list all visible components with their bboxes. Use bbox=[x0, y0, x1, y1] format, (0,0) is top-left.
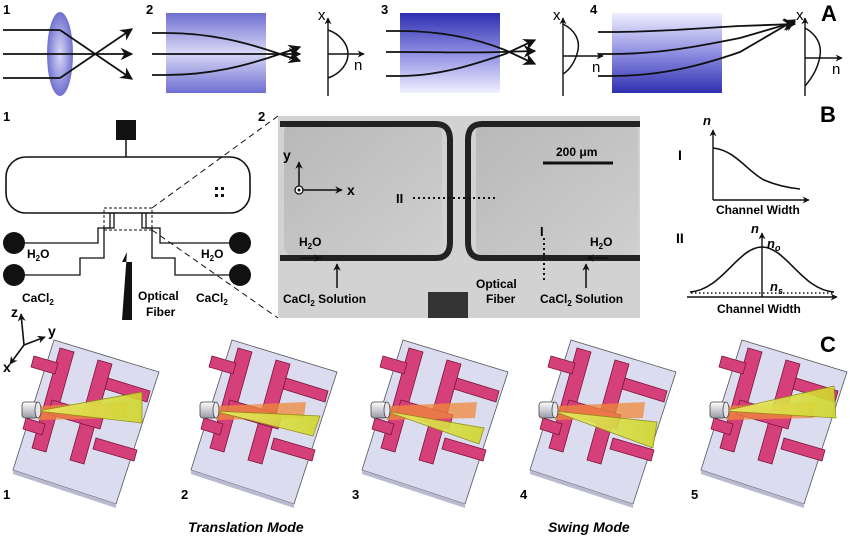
micro-cacl2-left: CaCl2 Solution bbox=[283, 292, 366, 308]
inlet-h2o-right bbox=[229, 232, 251, 254]
profile-axes-3: x n bbox=[553, 7, 604, 96]
profile-ii-x-label: Channel Width bbox=[717, 302, 801, 316]
axis-x-label: x bbox=[318, 7, 326, 24]
panel-label-b: B bbox=[820, 102, 836, 127]
inlet-channels bbox=[14, 213, 243, 276]
inlet-cacl2-right bbox=[229, 264, 251, 286]
grin-block-2 bbox=[166, 13, 266, 93]
chip-fiber-label-1: Optical bbox=[138, 289, 179, 303]
xyz-axes: z y x bbox=[3, 304, 56, 375]
chip-cacl2-left: CaCl2 bbox=[22, 291, 54, 307]
micro-cacl2-right: CaCl2 Solution bbox=[540, 292, 623, 308]
micrograph-axes: y x bbox=[283, 147, 355, 198]
micro-axis-x: x bbox=[347, 182, 355, 198]
dots-marker bbox=[215, 187, 224, 197]
row-a-number-3: 3 bbox=[381, 2, 388, 17]
mode-swing: Swing Mode bbox=[548, 519, 630, 535]
channel-walls bbox=[280, 121, 640, 261]
chip-number-3: 3 bbox=[352, 487, 359, 502]
micro-axis-y: y bbox=[283, 147, 291, 163]
lens-rays bbox=[3, 28, 134, 80]
micro-fiber-label-2: Fiber bbox=[486, 292, 516, 306]
profile-axes-2: x n bbox=[318, 7, 365, 96]
chip-number-5: 5 bbox=[691, 487, 698, 502]
inlet-h2o-left bbox=[3, 232, 25, 254]
zoom-box bbox=[103, 207, 153, 231]
row-b-number-2: 2 bbox=[258, 109, 265, 124]
outlet-square bbox=[116, 120, 136, 140]
chip-cacl2-right: CaCl2 bbox=[196, 291, 228, 307]
profile-i-y-label: n bbox=[703, 113, 711, 128]
chip-render-3: 3 bbox=[352, 339, 509, 508]
rays-2 bbox=[152, 32, 302, 76]
axis-x-label: x bbox=[553, 7, 561, 24]
chip-number-1: 1 bbox=[3, 487, 10, 502]
chip-fiber-label-2: Fiber bbox=[146, 305, 176, 319]
profile-ii-y-label: n bbox=[751, 221, 759, 236]
rays-4 bbox=[598, 18, 797, 77]
profile-i: I n Channel Width bbox=[678, 113, 810, 217]
profile-i-x-label: Channel Width bbox=[716, 203, 800, 217]
profile-ii-label: II bbox=[676, 230, 684, 246]
main-channel bbox=[5, 156, 251, 214]
chip-render-5: 5 bbox=[691, 339, 848, 508]
chip-h2o-right: H2O bbox=[201, 247, 223, 263]
profile-ii-ns-label: ns bbox=[770, 279, 783, 296]
micro-h2o-left: H2O bbox=[299, 235, 321, 251]
micro-h2o-right: H2O bbox=[590, 235, 612, 251]
axis-n-label: n bbox=[832, 61, 840, 78]
axis-n-label: n bbox=[592, 59, 600, 76]
profile-ii: II n no ns Channel Width bbox=[676, 221, 838, 316]
panel-label-a: A bbox=[821, 1, 837, 26]
mode-translation: Translation Mode bbox=[188, 519, 304, 535]
chip-number-2: 2 bbox=[181, 487, 188, 502]
micro-fiber-label-1: Optical bbox=[476, 277, 517, 291]
chip-h2o-left: H2O bbox=[27, 247, 49, 263]
chip-render-2: 2 bbox=[181, 339, 338, 508]
panel-label-c: C bbox=[820, 332, 836, 357]
axis-z: z bbox=[11, 304, 18, 320]
axis-n-label: n bbox=[354, 57, 362, 74]
chip-schematic: H2O H2O CaCl2 CaCl2 Optical Fiber bbox=[3, 115, 279, 320]
chip-render-4: 4 bbox=[520, 339, 677, 508]
optical-fiber bbox=[122, 252, 132, 320]
section-i-label: I bbox=[540, 224, 544, 239]
scale-bar-label: 200 μm bbox=[556, 145, 597, 159]
row-a-number-4: 4 bbox=[590, 2, 598, 17]
micrograph: 200 μm y x II I H2O H2O CaCl2 Solution C… bbox=[278, 116, 640, 318]
chip-render-1: 1 bbox=[3, 339, 160, 508]
axis-x: x bbox=[3, 359, 11, 375]
inlet-cacl2-left bbox=[3, 264, 25, 286]
profile-i-label: I bbox=[678, 147, 682, 163]
row-a: 1 2 x n 3 bbox=[3, 1, 843, 96]
chip-renders: 1 2 3 4 5 bbox=[3, 339, 848, 508]
row-a-number-2: 2 bbox=[146, 2, 153, 17]
axis-y: y bbox=[48, 323, 56, 339]
row-b-number-1: 1 bbox=[3, 109, 10, 124]
profile-axes-4: x n bbox=[796, 7, 843, 96]
chip-number-4: 4 bbox=[520, 487, 528, 502]
fiber-tip bbox=[428, 292, 468, 318]
row-b: 1 2 H2O H2O bbox=[3, 102, 838, 320]
axis-x-label: x bbox=[796, 7, 804, 24]
row-a-number-1: 1 bbox=[3, 2, 10, 17]
section-ii-label: II bbox=[396, 191, 403, 206]
profile-ii-no-label: no bbox=[767, 236, 781, 253]
rays-3 bbox=[386, 30, 537, 77]
